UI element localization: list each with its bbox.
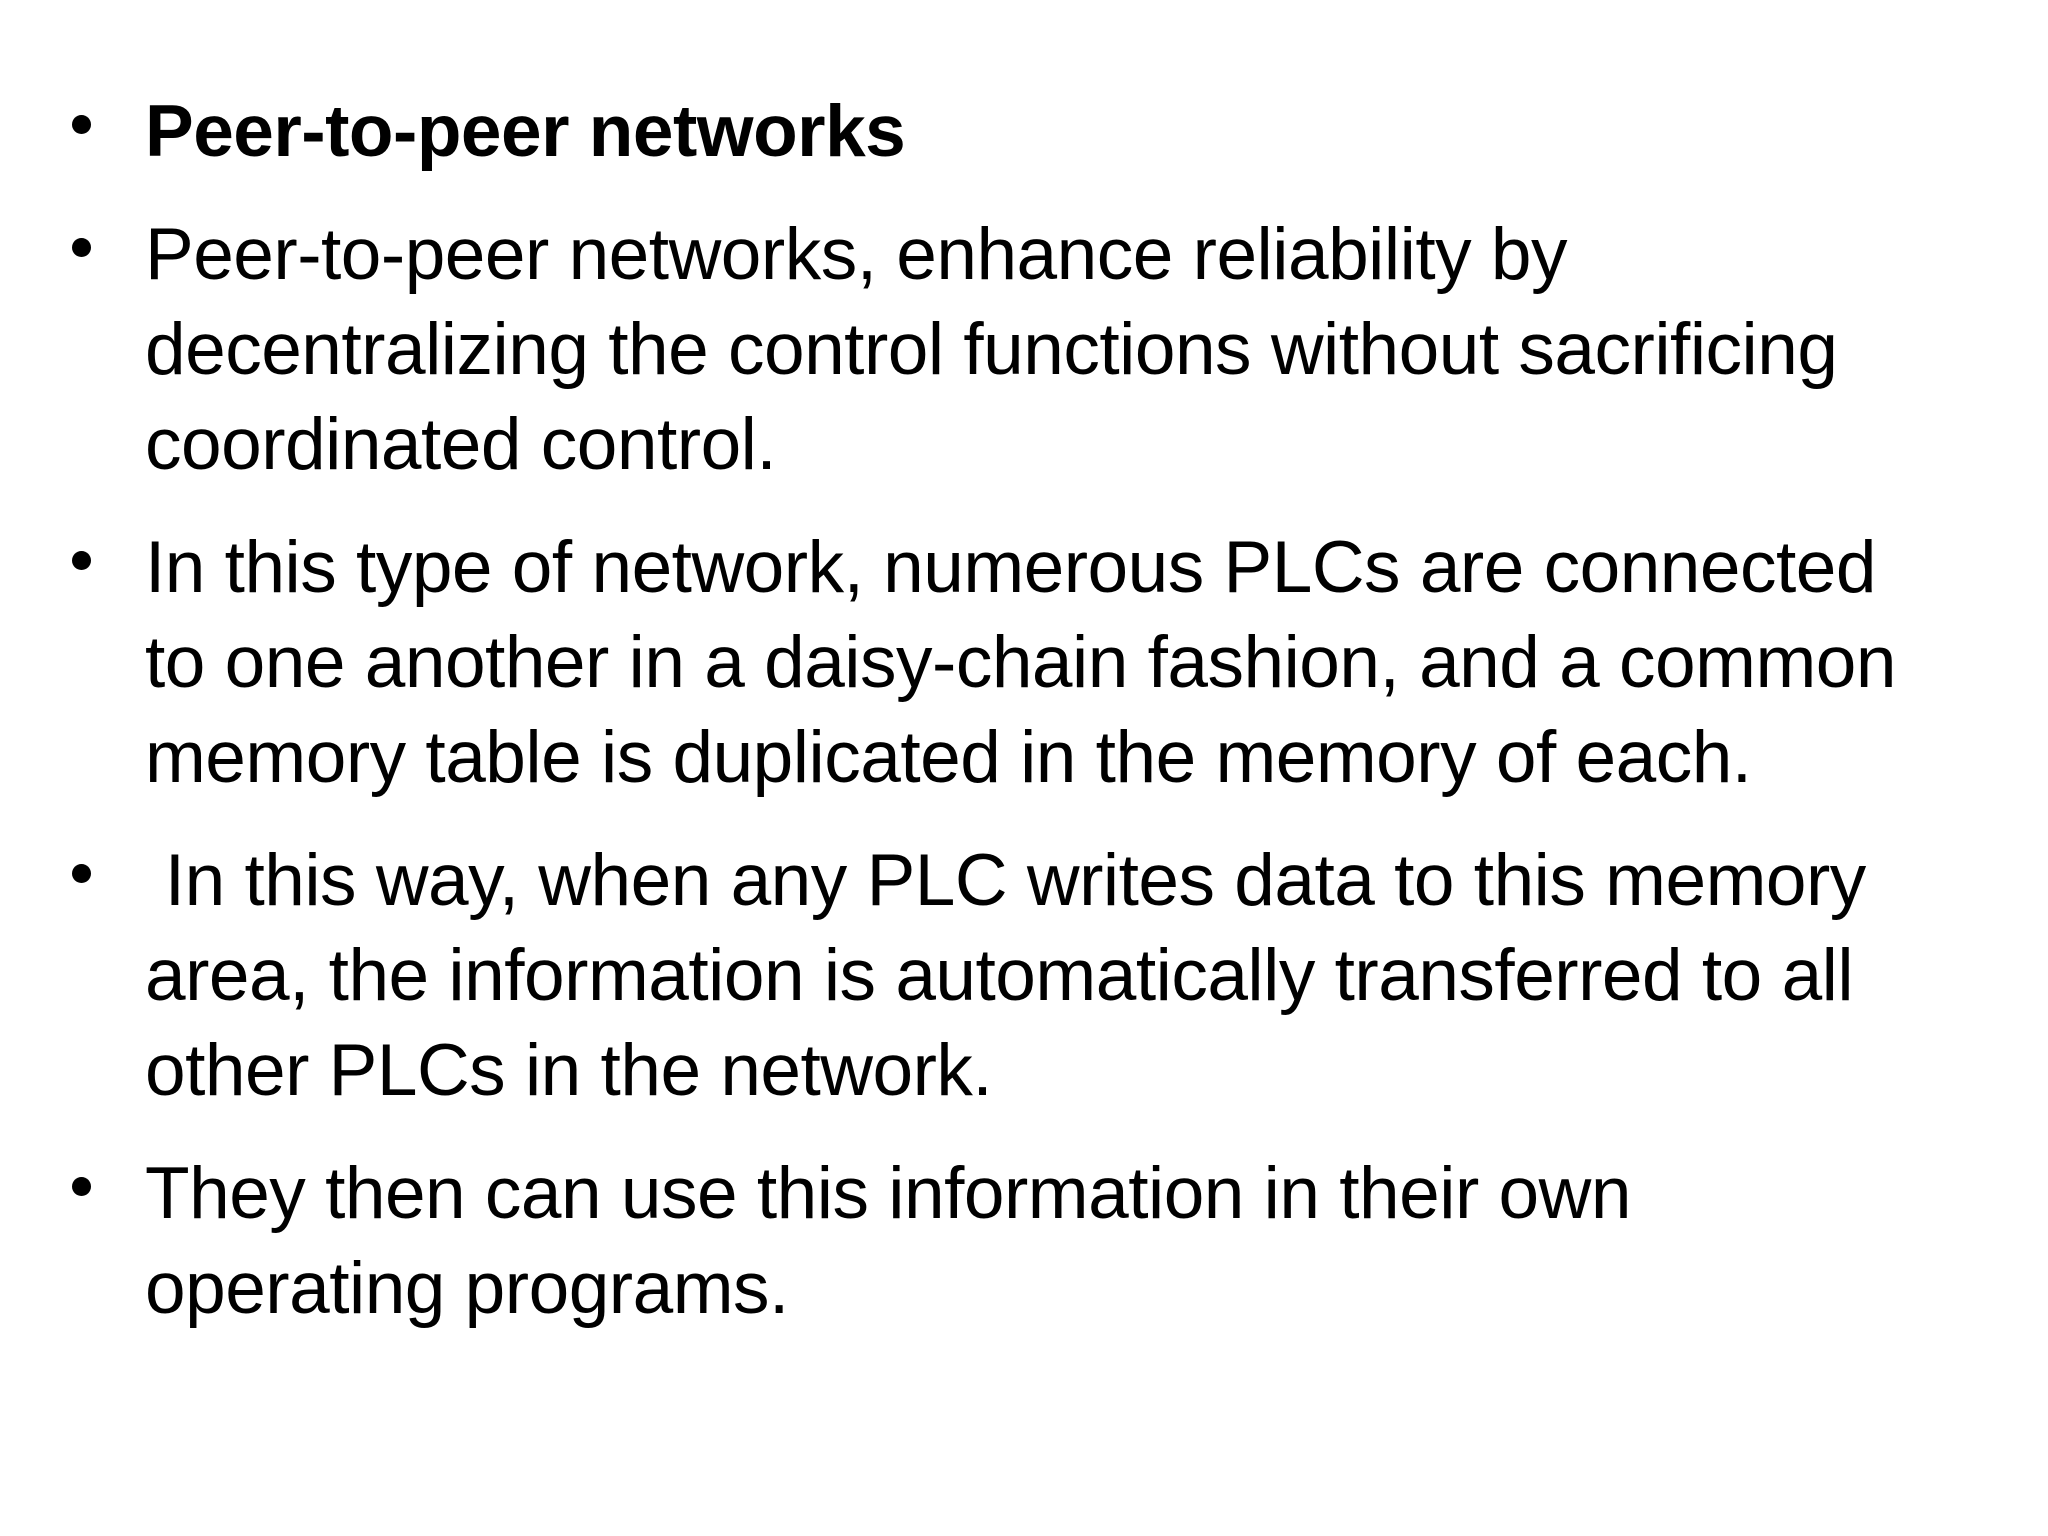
bullet-heading-text: Peer-to-peer networks xyxy=(145,91,906,172)
bullet-list: Peer-to-peer networks Peer-to-peer netwo… xyxy=(0,84,2048,1336)
bullet-text: Peer-to-peer networks, enhance reliabili… xyxy=(145,214,1838,485)
bullet-text: In this way, when any PLC writes data to… xyxy=(145,840,1866,1111)
bullet-item-reliability: Peer-to-peer networks, enhance reliabili… xyxy=(0,207,2048,492)
bullet-item-memory-write: In this way, when any PLC writes data to… xyxy=(0,833,2048,1118)
bullet-dot-icon xyxy=(72,864,91,883)
bullet-dot-icon xyxy=(72,238,91,257)
bullet-text: In this type of network, numerous PLCs a… xyxy=(145,527,1896,798)
bullet-dot-icon xyxy=(72,115,91,134)
bullet-text: They then can use this information in th… xyxy=(145,1153,1631,1329)
bullet-dot-icon xyxy=(72,551,91,570)
bullet-item-operating-programs: They then can use this information in th… xyxy=(0,1146,2048,1336)
bullet-item-daisy-chain: In this type of network, numerous PLCs a… xyxy=(0,520,2048,805)
bullet-item-heading: Peer-to-peer networks xyxy=(0,84,2048,179)
bullet-dot-icon xyxy=(72,1177,91,1196)
